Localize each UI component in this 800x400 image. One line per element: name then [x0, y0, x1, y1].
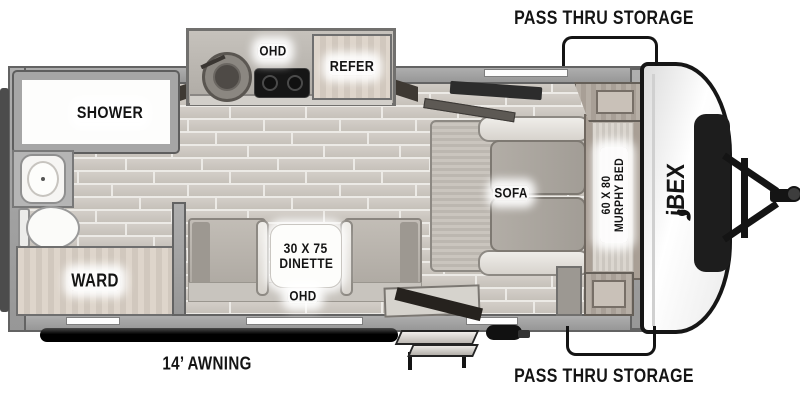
window-bottom-dinette: [246, 317, 363, 325]
floor-plank: [292, 132, 368, 145]
floor-plank: [126, 158, 202, 171]
pass-thru-bottom-label: PASS THRU STORAGE: [514, 366, 694, 388]
pass-thru-bracket-bottom: [566, 326, 656, 356]
floor-plank: [216, 132, 292, 145]
floor-plank: [112, 184, 188, 197]
floor-plank: [188, 119, 264, 132]
sofa-label: SOFA: [492, 184, 530, 201]
window-bottom-rear: [66, 317, 120, 325]
awning-bar: [40, 328, 398, 342]
floor-plank: [230, 106, 306, 119]
dinette-size-label: 30 X 75: [284, 240, 328, 257]
brand-logo-text: iBEX: [661, 162, 690, 217]
dinette-bench-left-back: [192, 222, 210, 296]
entry-step-leg-right: [462, 350, 466, 368]
floor-plank: [230, 171, 306, 184]
door-side-partition: [556, 266, 582, 316]
floor-plank: [340, 184, 416, 197]
dinette-ohd-label: OHD: [287, 287, 319, 304]
awning-label: 14’ AWNING: [162, 353, 252, 374]
rear-bumper: [0, 88, 9, 312]
sofa-arm-top: [478, 116, 590, 142]
burner-right-icon: [287, 75, 303, 91]
floor-plank: [306, 106, 382, 119]
floor-plank: [340, 119, 416, 132]
stabilizer-foot-icon: [518, 330, 530, 338]
murphy-bed-label: 60 X 80 MURPHY BED: [599, 147, 628, 243]
entry-step-lower: [407, 344, 479, 357]
murphy-bed-name-label: MURPHY BED: [611, 157, 626, 233]
burner-left-icon: [262, 75, 278, 91]
kitchen-ohd-label: OHD: [257, 42, 289, 59]
floor-plank: [248, 145, 324, 158]
floor-plank: [154, 171, 230, 184]
floor-plank: [172, 145, 248, 158]
floor-plank: [278, 158, 354, 171]
hitch-jack-icon: [741, 158, 748, 238]
stabilizer-jack-icon: [486, 325, 522, 340]
brand-logo: iBEX: [661, 131, 691, 251]
floor-plank: [306, 171, 382, 184]
front-cap-trim: [652, 74, 655, 326]
bathroom-partition: [172, 202, 186, 316]
floor-plank: [188, 184, 264, 197]
front-cap-window: [694, 114, 730, 272]
sink-bowl-icon: [213, 63, 241, 91]
window-top: [484, 69, 568, 77]
window-bottom-front: [466, 317, 518, 325]
floor-plank: [64, 197, 140, 210]
sofa-cushion-bottom: [490, 197, 586, 252]
floor-plank: [78, 171, 154, 184]
floor-plank: [476, 275, 552, 288]
floor-plank: [324, 145, 400, 158]
overhead-cabinet-front-top-panel: [596, 90, 634, 114]
floor-plank: [354, 158, 430, 171]
refrigerator: [312, 34, 392, 100]
floor-plank: [248, 210, 324, 223]
dinette-bench-right-back: [400, 222, 418, 296]
wardrobe-label: WARD: [69, 270, 121, 291]
dinette-side-panel-left: [256, 220, 269, 296]
shower-label: SHOWER: [75, 103, 145, 123]
vanity-bowl-icon: [27, 161, 59, 197]
dinette-table: 30 X 75 DINETTE: [270, 224, 342, 288]
floor-plank: [216, 197, 292, 210]
floor-plank: [306, 301, 382, 314]
floor-plank: [96, 210, 172, 223]
floor-plank: [292, 197, 368, 210]
hitch-knob-icon: [786, 186, 800, 202]
floor-plank: [202, 158, 278, 171]
entry-step-upper: [394, 330, 480, 345]
refrigerator-label: REFER: [328, 58, 376, 76]
floor-plank: [264, 184, 340, 197]
entry-step-leg-left: [408, 352, 412, 370]
vanity-drain-icon: [41, 177, 45, 181]
dinette-name-label: DINETTE: [279, 255, 333, 271]
floor-plank: [264, 119, 340, 132]
overhead-cabinet-front-bottom-panel: [592, 280, 626, 308]
pass-thru-bracket-top: [562, 36, 658, 66]
pass-thru-top-label: PASS THRU STORAGE: [514, 8, 694, 30]
